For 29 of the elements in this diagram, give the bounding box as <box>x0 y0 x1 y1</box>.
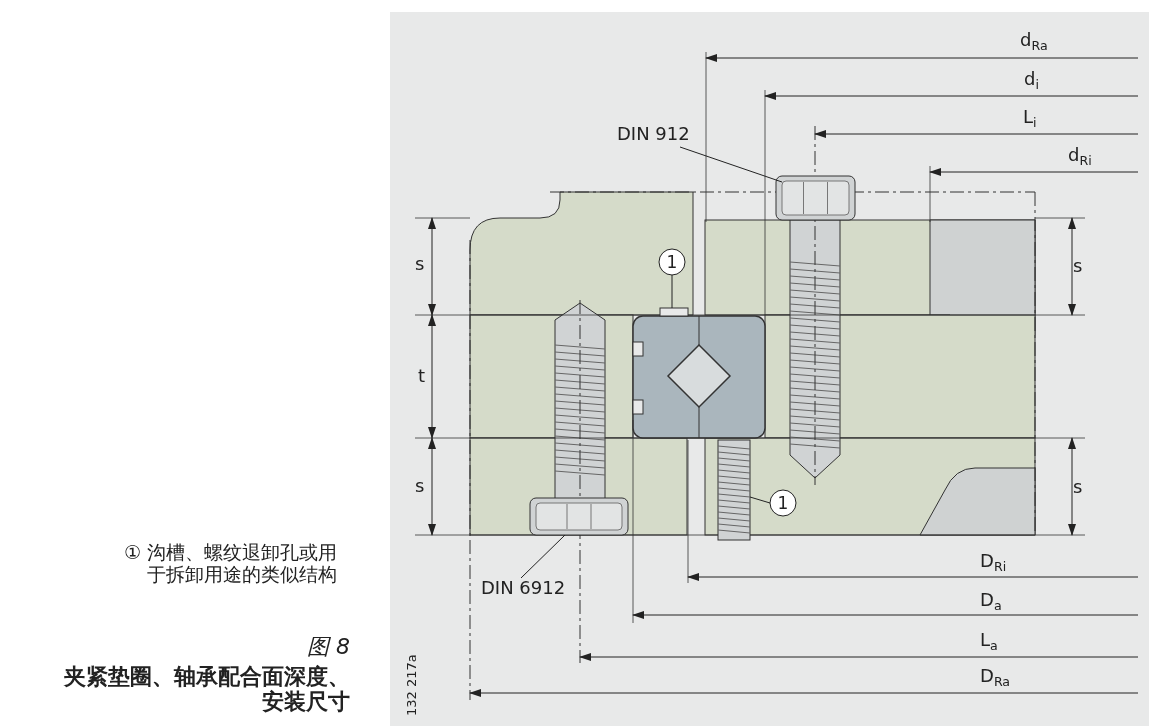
groove <box>659 307 689 317</box>
dimension-label: d$_{Ra}$ <box>1020 30 1048 54</box>
drawing-number: 132 217a <box>405 654 420 716</box>
callout-number: 1 <box>658 248 686 276</box>
dimension-label: s <box>415 476 425 497</box>
dimension-label: s <box>1073 256 1083 277</box>
figure-number: 图 8 <box>307 634 350 660</box>
dimension-label: t <box>418 366 426 387</box>
callout-number: 1 <box>769 489 797 517</box>
leader-line <box>520 534 566 579</box>
dimension-label: D$_{Ri}$ <box>980 551 1007 575</box>
screw-head <box>775 175 856 221</box>
leader-line <box>749 496 771 504</box>
note-text: ① 沟槽、螺纹退卸孔或用于拆卸用途的类似结构 <box>123 542 337 586</box>
figure-caption: 夹紧垫圈、轴承配合面深度、安装尺寸 <box>63 664 350 715</box>
threaded-hole <box>717 439 751 541</box>
dimension-label: L$_{a}$ <box>980 630 998 654</box>
leader-label: DIN 912 <box>617 124 690 145</box>
leader-label: DIN 6912 <box>481 578 566 599</box>
leader-line <box>679 146 783 183</box>
dimension-label: s <box>415 254 425 275</box>
dimension-label: d$_{i}$ <box>1024 69 1039 93</box>
dimension-label: D$_{a}$ <box>980 590 1002 614</box>
dimension-label: D$_{Ra}$ <box>980 666 1011 690</box>
dimension-label: L$_{i}$ <box>1023 107 1037 131</box>
dimension-label: s <box>1073 477 1083 498</box>
leader-line <box>671 274 673 309</box>
screw-head <box>529 497 629 536</box>
dimension-label: d$_{Ri}$ <box>1068 145 1092 169</box>
